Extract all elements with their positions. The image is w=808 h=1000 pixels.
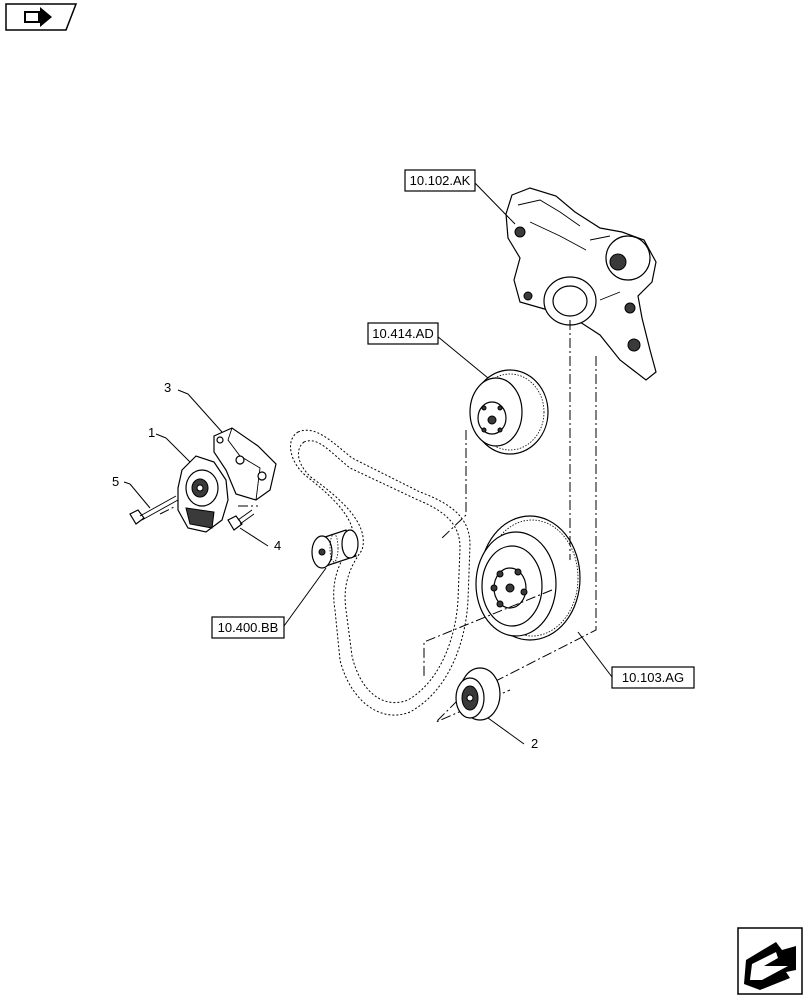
item-number-4: 4	[274, 538, 281, 553]
alternator-pulley	[311, 529, 359, 569]
ref-box-crank-damper[interactable]: 10.103.AG	[611, 666, 695, 689]
ref-box-water-pump[interactable]: 10.414.AD	[367, 322, 439, 345]
assembly-center-lines	[159, 320, 597, 723]
belt-tensioner	[177, 455, 229, 533]
item-number-5: 5	[112, 474, 119, 489]
ref-box-timing-cover[interactable]: 10.102.AK	[404, 169, 476, 192]
tensioner-bolt	[129, 495, 179, 525]
svg-text:10.400.BB: 10.400.BB	[218, 620, 279, 635]
book-arrow-icon[interactable]	[5, 3, 78, 31]
item-number-1: 1	[148, 425, 155, 440]
svg-text:10.103.AG: 10.103.AG	[622, 670, 684, 685]
svg-text:10.102.AK: 10.102.AK	[410, 173, 471, 188]
next-page-arrow-icon[interactable]	[737, 927, 803, 995]
crankshaft-damper-pulley	[475, 515, 581, 641]
ref-box-alternator[interactable]: 10.400.BB	[211, 616, 285, 639]
timing-cover	[505, 187, 657, 381]
bracket-screw	[227, 509, 255, 531]
tensioner-bracket	[213, 427, 277, 501]
water-pump-pulley	[469, 369, 549, 455]
svg-text:10.414.AD: 10.414.AD	[372, 326, 433, 341]
poly-v-belt	[290, 429, 471, 716]
item-number-2: 2	[531, 736, 538, 751]
idler-pulley	[455, 667, 501, 721]
item-number-3: 3	[164, 380, 171, 395]
